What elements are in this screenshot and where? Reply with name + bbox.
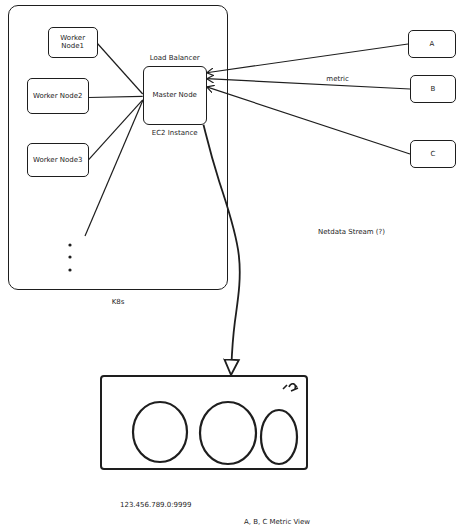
node-label: K8s — [0, 298, 267, 306]
node-box: Worker Node2 — [27, 78, 89, 114]
node-box: Worker Node3 — [27, 143, 89, 177]
gauge-circle — [200, 402, 256, 464]
ellipsis-dot — [68, 268, 71, 271]
node-label: Worker Node2 — [28, 92, 88, 100]
node-box: Load BalancerMaster NodeEC2 Instance — [143, 66, 207, 125]
more-nodes-line — [85, 100, 143, 236]
node-label: C — [411, 150, 455, 158]
dashboard-box: 123.456.789.0:9999A, B, C Metric View — [100, 375, 308, 470]
node-label: EC2 Instance — [104, 129, 246, 137]
edge-label: metric — [326, 75, 349, 83]
node-label: A, B, C Metric View — [212, 518, 342, 526]
metric-arrow — [207, 44, 408, 73]
ellipsis-dot — [68, 243, 71, 246]
node-box: C — [410, 140, 456, 168]
node-label: Worker Node3 — [28, 156, 88, 164]
metric-arrow — [207, 87, 410, 154]
link-line — [98, 44, 143, 94]
note-label: Netdata Stream (?) — [318, 228, 385, 236]
node-box: B — [410, 75, 456, 103]
gauge-circle — [133, 402, 187, 462]
link-line — [89, 96, 143, 97]
node-box: Worker Node1 — [48, 27, 98, 58]
cluster-box: K8sWorker Node1Worker Node2Worker Node3L… — [8, 5, 228, 290]
node-label: Worker Node1 — [49, 34, 97, 50]
node-label: 123.456.789.0:9999 — [120, 501, 191, 509]
ellipsis-dot — [68, 255, 71, 258]
link-line — [89, 100, 143, 160]
node-label: A — [409, 40, 455, 48]
node-label: Master Node — [144, 91, 206, 99]
metric-arrow — [207, 79, 410, 89]
node-box: A — [408, 30, 456, 58]
gauge-circle — [261, 410, 297, 464]
node-label: B — [411, 85, 455, 93]
curved-arrow — [203, 125, 239, 375]
node-label: Load Balancer — [104, 54, 246, 62]
window-controls-scribble — [283, 384, 298, 391]
